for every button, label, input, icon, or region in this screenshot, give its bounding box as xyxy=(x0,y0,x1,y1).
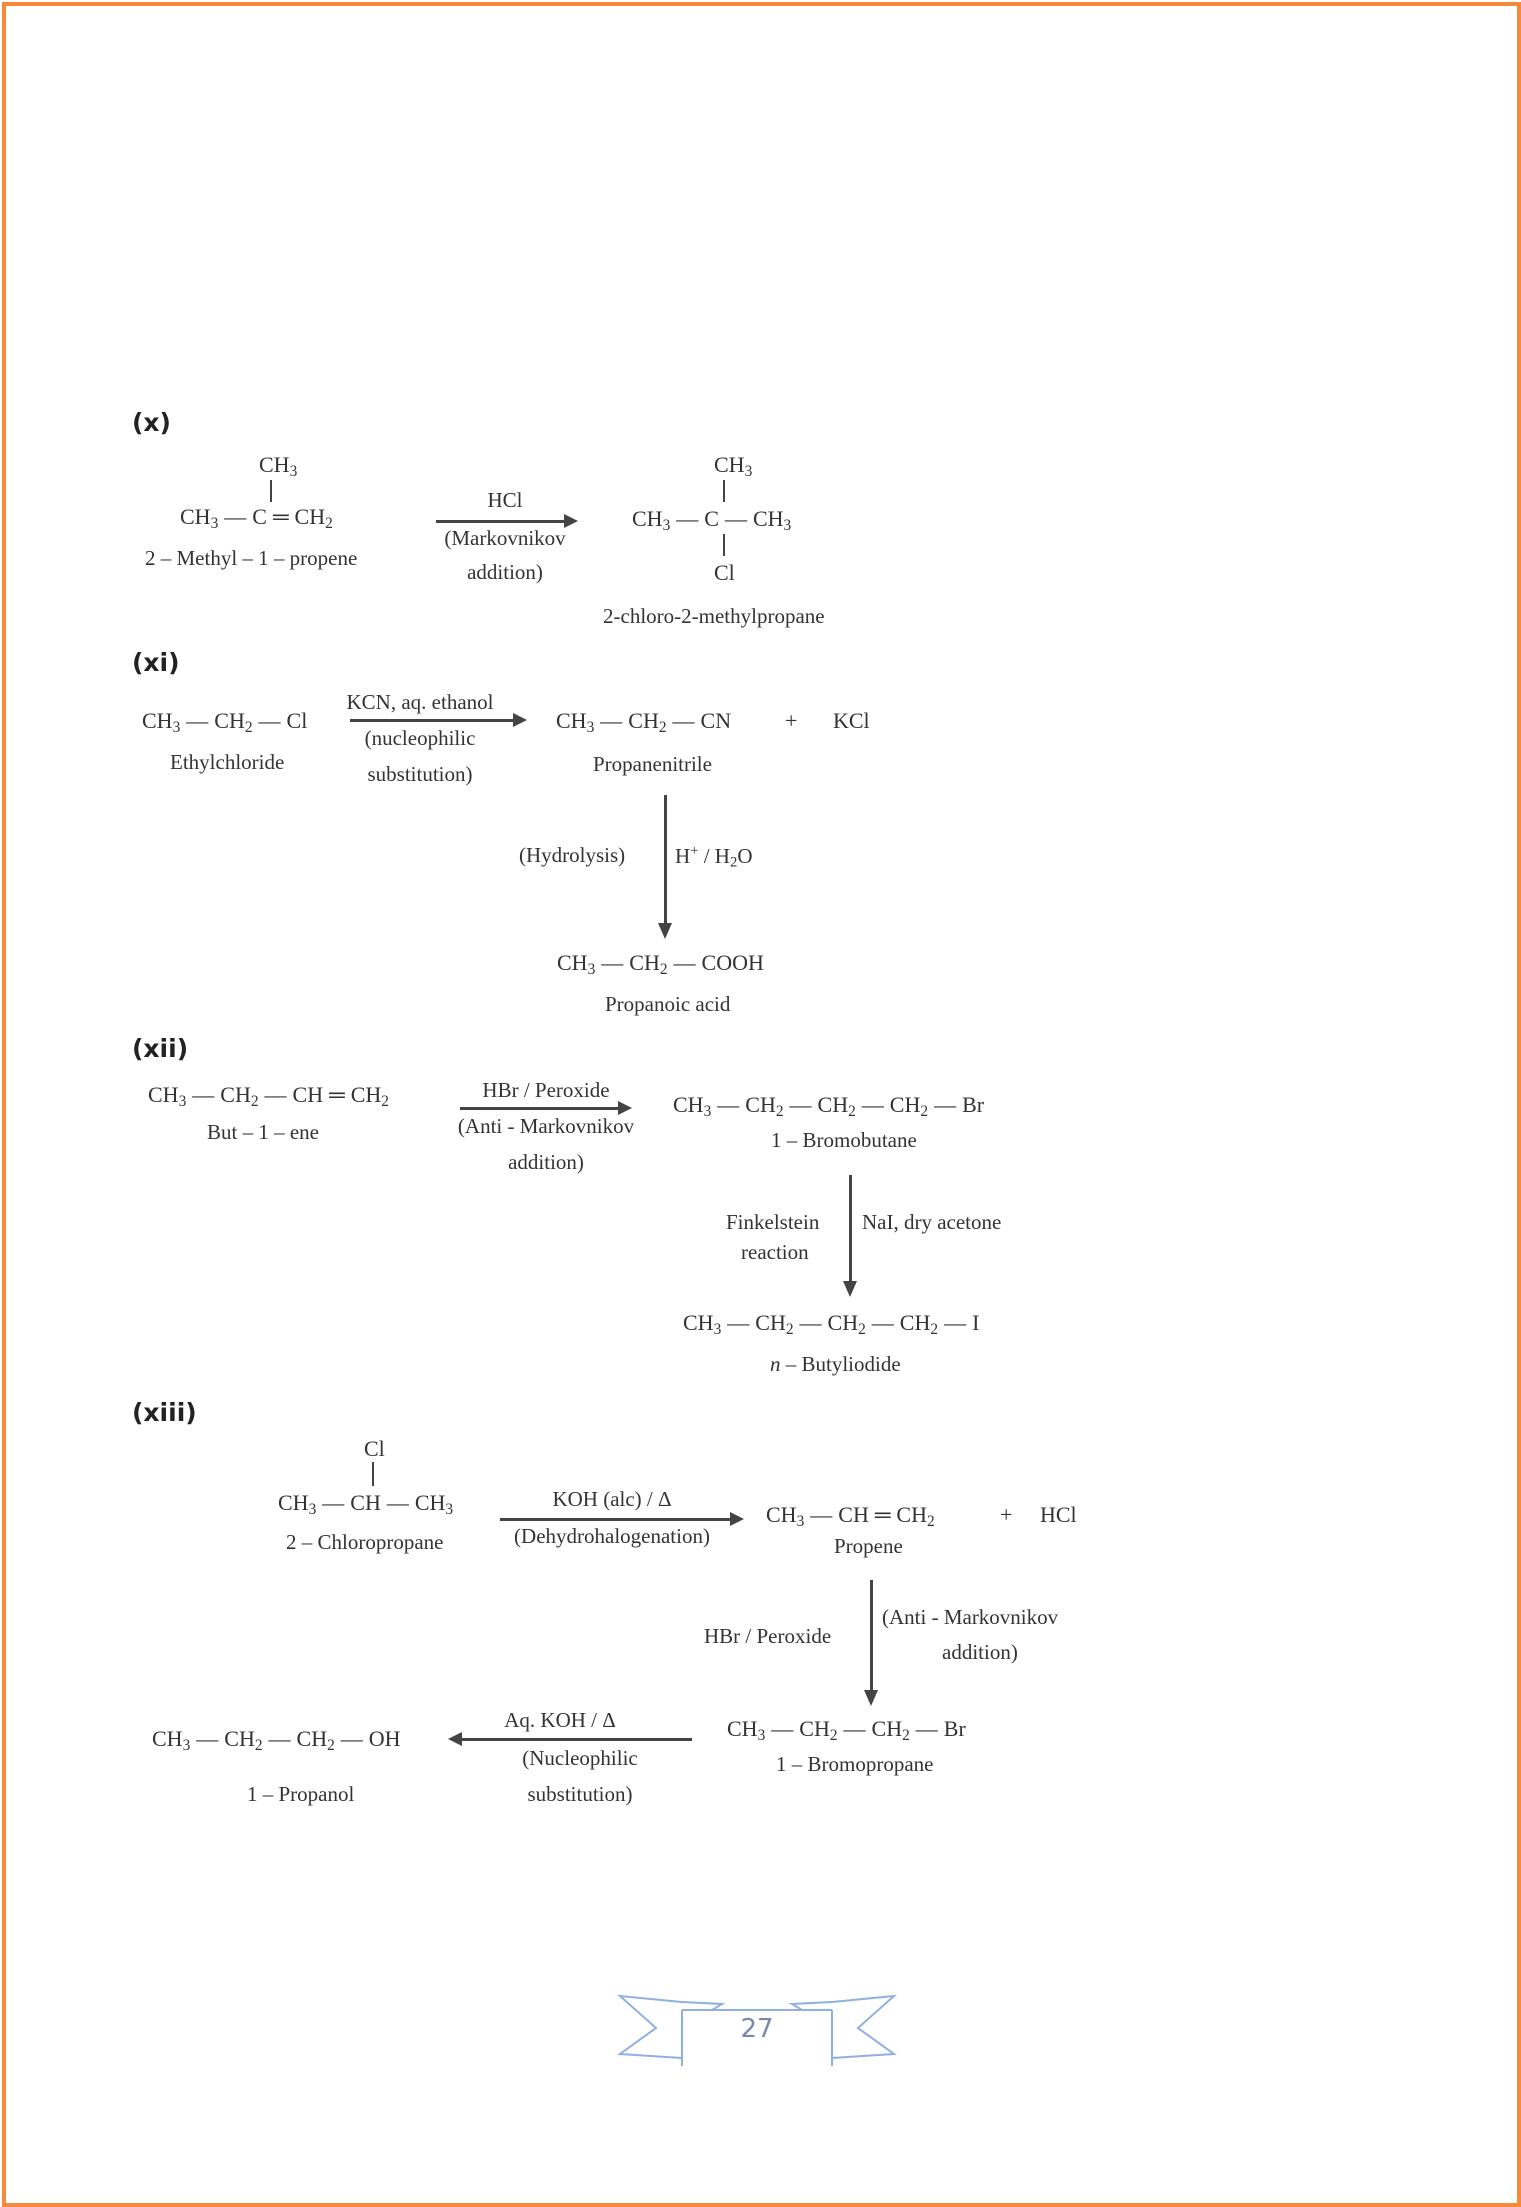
reaction-arrow-right-icon xyxy=(436,514,578,528)
page-number: 27 xyxy=(740,2014,774,2044)
condition-xiii-left-line2: substitution) xyxy=(527,1782,633,1806)
condition-xii-down-left2: reaction xyxy=(741,1240,809,1264)
product-x-top-group: CH3 xyxy=(714,452,753,480)
final-xiii-formula: CH3—CH2—CH2—OH xyxy=(152,1726,401,1754)
reactant-xi-formula: CH3—CH2—Cl xyxy=(142,708,308,736)
reaction-arrow-down-icon xyxy=(843,1175,857,1297)
reaction-arrow-right-icon xyxy=(460,1101,632,1115)
product-x-bottom-group: Cl xyxy=(714,560,735,585)
final-xii-name-prefix: n xyxy=(770,1352,781,1376)
product-xi-plus: + xyxy=(785,708,798,733)
section-label-xii: (xii) xyxy=(132,1034,189,1063)
product-xii-formula: CH3—CH2—CH2—CH2—Br xyxy=(673,1092,985,1120)
final-xii-name-text: – Butyliodide xyxy=(780,1352,901,1376)
final-xi-formula: CH3—CH2—COOH xyxy=(557,950,764,978)
reactant-x-name: 2 – Methyl – 1 – propene xyxy=(145,546,358,570)
condition-xi-down-right: H+ / H2O xyxy=(675,843,753,871)
condition-x-line2: addition) xyxy=(467,560,543,584)
reaction-arrow-right-icon xyxy=(350,713,527,727)
condition-xiii-left-line1: (Nucleophilic xyxy=(522,1746,638,1770)
reagent-xi-above: KCN, aq. ethanol xyxy=(346,690,494,714)
reagent-xiii-above: KOH (alc) / Δ xyxy=(552,1487,672,1511)
reagent-x-above: HCl xyxy=(487,488,523,512)
reaction-arrow-down-icon xyxy=(658,795,672,939)
condition-xii-line1: (Anti - Markovnikov xyxy=(457,1114,635,1138)
product-xiii-plus: + xyxy=(1000,1502,1013,1527)
reactant-xiii-name: 2 – Chloropropane xyxy=(286,1530,444,1554)
condition-xi-line2: substitution) xyxy=(367,762,473,786)
reaction-arrow-down-icon xyxy=(864,1580,878,1706)
reaction-arrow-right-icon xyxy=(500,1512,744,1526)
condition-xii-down-right: NaI, dry acetone xyxy=(862,1210,1002,1234)
product-xiii-name: Propene xyxy=(834,1534,903,1558)
reactant-xi-name: Ethylchloride xyxy=(170,750,285,774)
single-bond-icon xyxy=(723,480,725,502)
final-xi-name: Propanoic acid xyxy=(605,992,731,1016)
final-xii-name: n – Butyliodide xyxy=(770,1352,901,1377)
product-xiii-formula: CH3—CH═CH2 xyxy=(766,1502,935,1530)
reactant-xii-formula: CH3—CH2—CH═CH2 xyxy=(148,1082,389,1110)
page-number-ribbon: 27 xyxy=(612,1990,902,2070)
reactant-x-top-group: CH3 xyxy=(259,452,298,480)
reactant-xiii-formula: CH3—CH—CH3 xyxy=(278,1490,454,1518)
product-xi-formula: CH3—CH2—CN xyxy=(556,708,732,736)
condition-xii-down-left1: Finkelstein xyxy=(726,1210,820,1234)
final-xiii-name: 1 – Propanol xyxy=(247,1782,355,1806)
product-x-name: 2-chloro-2-methylpropane xyxy=(603,604,825,628)
final-xii-formula: CH3—CH2—CH2—CH2—I xyxy=(683,1310,980,1338)
condition-xiii-down-right1: (Anti - Markovnikov xyxy=(882,1605,1059,1629)
reagent-xii-above: HBr / Peroxide xyxy=(482,1078,610,1102)
reactant-x-formula: CH3—C═CH2 xyxy=(180,504,333,532)
product-xiii-byproduct: HCl xyxy=(1040,1502,1077,1527)
single-bond-icon xyxy=(723,534,725,556)
condition-xiii-down-right2: addition) xyxy=(942,1640,1018,1664)
ribbon-icon xyxy=(617,1994,897,2066)
condition-x-line1: (Markovnikov xyxy=(444,526,566,550)
condition-xi-line1: (nucleophilic xyxy=(364,726,476,750)
section-label-xiii: (xiii) xyxy=(132,1398,197,1427)
product-xi-byproduct: KCl xyxy=(833,708,870,733)
condition-xiii-down-left: HBr / Peroxide xyxy=(704,1624,832,1648)
section-label-xi: (xi) xyxy=(132,648,180,677)
condition-xii-line2: addition) xyxy=(508,1150,584,1174)
intermediate-xiii-formula: CH3—CH2—CH2—Br xyxy=(727,1716,966,1744)
product-xii-name: 1 – Bromobutane xyxy=(771,1128,917,1152)
reaction-arrow-left-icon xyxy=(448,1732,692,1746)
product-x-formula: CH3—C—CH3 xyxy=(632,506,792,534)
product-xi-name: Propanenitrile xyxy=(593,752,712,776)
intermediate-xiii-name: 1 – Bromopropane xyxy=(776,1752,934,1776)
condition-xiii-line1: (Dehydrohalogenation) xyxy=(514,1524,710,1548)
reactant-xiii-top-group: Cl xyxy=(364,1436,385,1461)
reagent-xiii-left-above: Aq. KOH / Δ xyxy=(504,1708,616,1732)
section-label-x: (x) xyxy=(132,408,171,437)
single-bond-icon xyxy=(372,1462,374,1486)
reactant-xii-name: But – 1 – ene xyxy=(207,1120,319,1144)
condition-xi-down-left: (Hydrolysis) xyxy=(519,843,626,867)
single-bond-icon xyxy=(270,480,272,502)
